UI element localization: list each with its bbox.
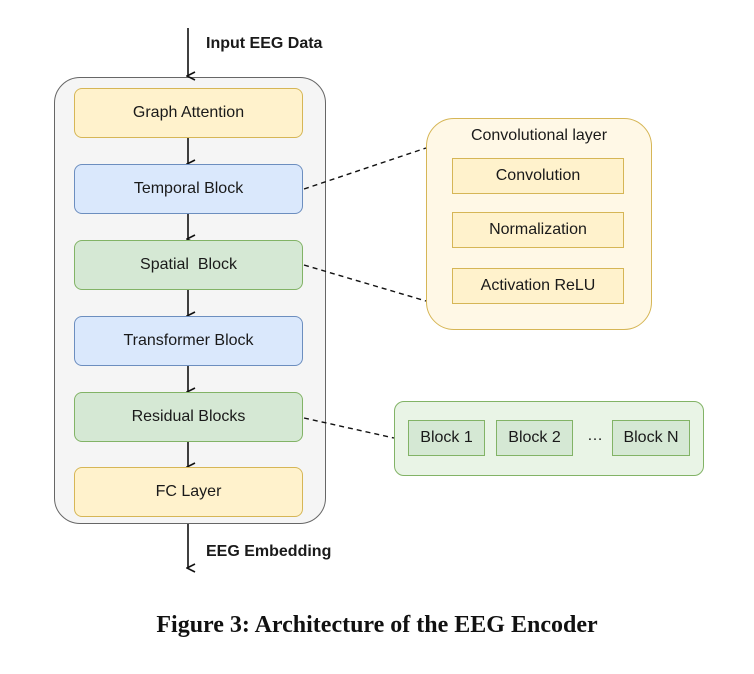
figure-caption: Figure 3: Architecture of the EEG Encode… <box>156 612 598 638</box>
fc-layer-block: FC Layer <box>74 467 303 517</box>
output-label: EEG Embedding <box>206 543 332 560</box>
input-label: Input EEG Data <box>206 35 323 52</box>
transformer-block: Transformer Block <box>74 316 303 366</box>
convolution-box: Convolution <box>452 158 624 194</box>
encoder-container <box>54 77 326 524</box>
residual-blocks: Residual Blocks <box>74 392 303 442</box>
conv-layer-title: Convolutional layer <box>470 127 608 144</box>
temporal-block: Temporal Block <box>74 164 303 214</box>
graph-attention-block: Graph Attention <box>74 88 303 138</box>
dashed-residual-to-detail <box>303 417 395 439</box>
residual-block-1: Block 1 <box>408 420 485 456</box>
spatial-block: Spatial Block <box>74 240 303 290</box>
residual-ellipsis: … <box>587 427 603 444</box>
activation-relu-box: Activation ReLU <box>452 268 624 304</box>
residual-block-n: Block N <box>612 420 690 456</box>
residual-block-2: Block 2 <box>496 420 573 456</box>
normalization-box: Normalization <box>452 212 624 248</box>
dashed-spatial-to-conv <box>303 264 427 302</box>
dashed-temporal-to-conv <box>303 147 427 190</box>
